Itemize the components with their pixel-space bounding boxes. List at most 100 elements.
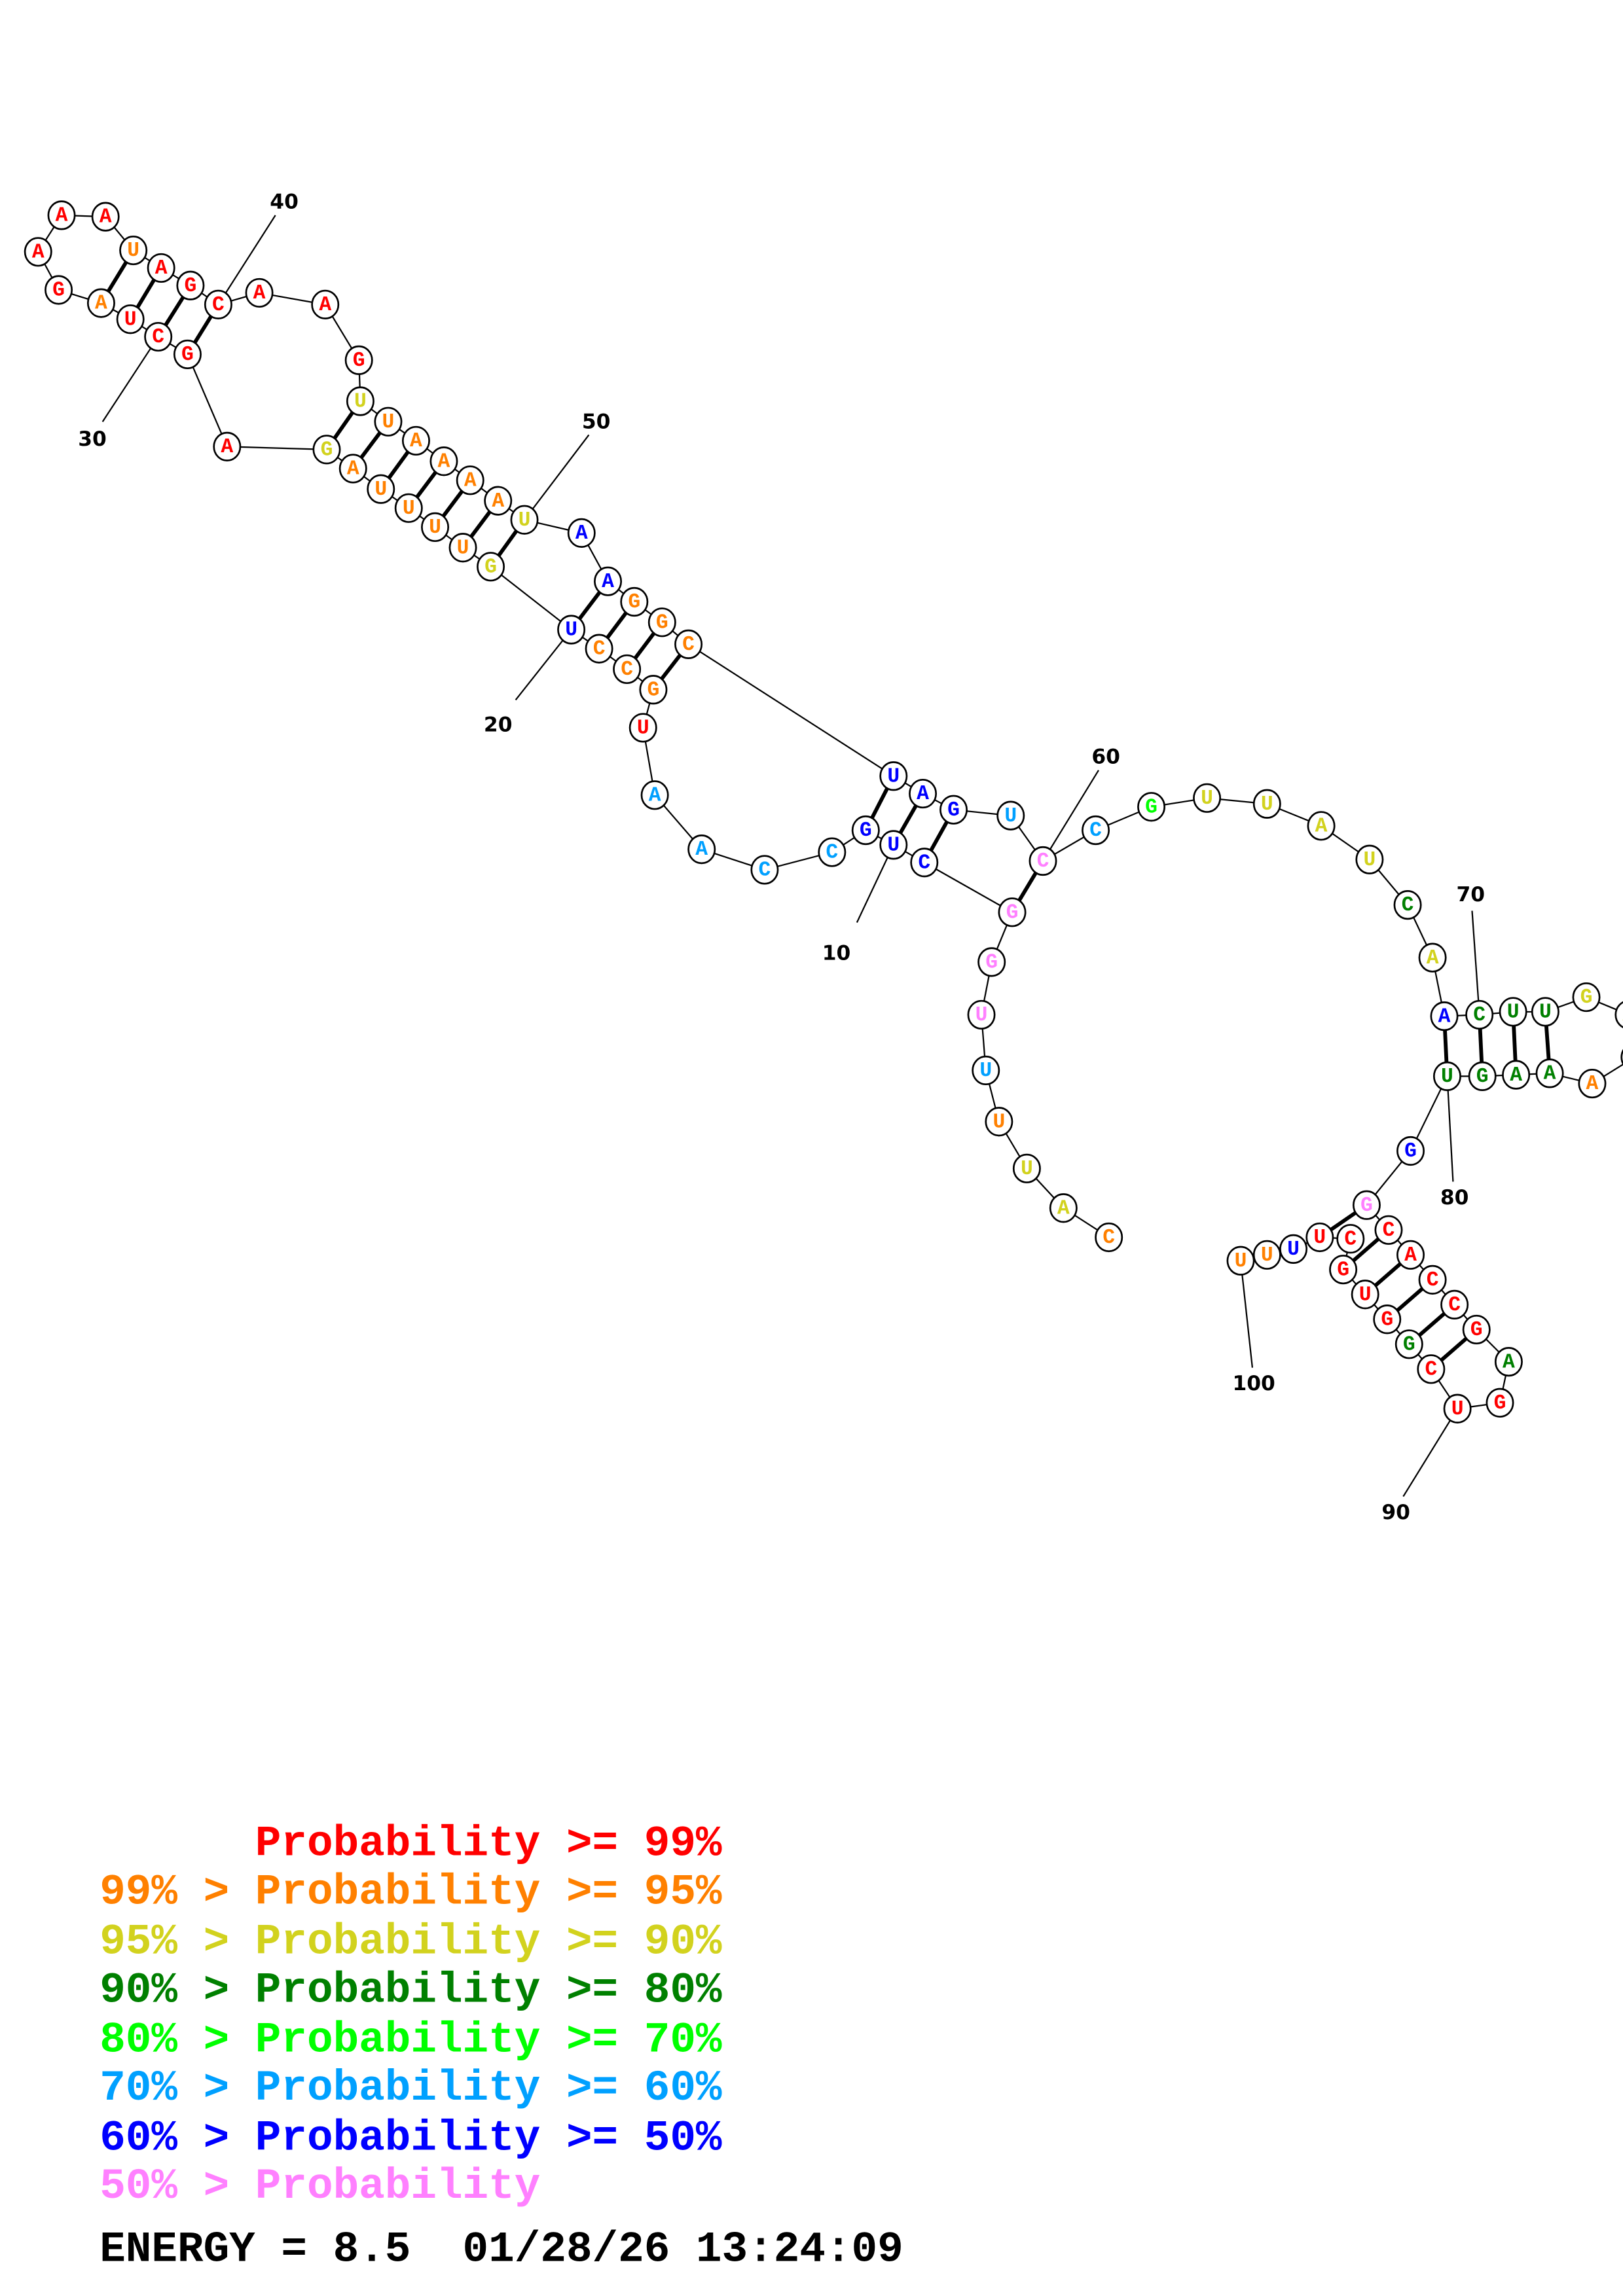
nucleotide-70: C	[1465, 999, 1494, 1030]
nucleotide-95: G	[1329, 1255, 1358, 1285]
nucleotide-letter: G	[181, 344, 194, 367]
nucleotide-circle	[1418, 942, 1447, 973]
nucleotide-letter: A	[438, 450, 450, 473]
legend-item: 95% > Probability >= 90%	[100, 1917, 722, 1966]
legend-item: 60% > Probability >= 50%	[100, 2113, 722, 2162]
nucleotide-letter: U	[1313, 1227, 1326, 1249]
nucleotide-letter: A	[1427, 947, 1439, 970]
nucleotide-letter: C	[593, 638, 606, 661]
nucleotide-letter: G	[484, 556, 497, 579]
legend-label: Probability >= 60%	[255, 2064, 722, 2113]
legend-label: Probability	[255, 2162, 541, 2211]
nucleotide-circle	[687, 834, 716, 865]
nucleotide-circle	[1468, 1061, 1497, 1091]
nucleotide-circle	[144, 321, 173, 352]
nucleotide-circle	[1418, 1265, 1447, 1295]
nucleotide-circle	[213, 431, 242, 461]
nucleotide-75: A	[1620, 1049, 1623, 1066]
nucleotide-circle	[1486, 1388, 1514, 1418]
nucleotide-circle	[1252, 789, 1281, 819]
nucleotide-69: A	[1430, 1001, 1459, 1031]
nucleotide-circle	[401, 425, 430, 456]
nucleotide-9: C	[910, 848, 939, 878]
nucleotide-letter: G	[1494, 1392, 1506, 1415]
nucleotide-letter: C	[152, 326, 164, 349]
nucleotide-98: U	[1279, 1234, 1308, 1264]
nucleotide-letter: G	[1404, 1140, 1417, 1163]
nucleotide-37: U	[119, 235, 148, 266]
legend-prefix: 99% >	[100, 1867, 255, 1916]
nucleotide-letter: U	[993, 1111, 1005, 1134]
nucleotide-circle	[1465, 999, 1494, 1030]
nucleotide-4: U	[985, 1107, 1013, 1137]
nucleotide-71: U	[1499, 997, 1527, 1027]
nucleotide-letter: A	[1315, 815, 1328, 838]
nucleotide-circle	[1531, 997, 1559, 1027]
nucleotide-letter: U	[979, 1060, 992, 1083]
legend-label: Probability >= 90%	[255, 1917, 722, 1966]
nucleotide-letter: A	[649, 784, 661, 807]
nucleotide-47: A	[429, 446, 458, 476]
nucleotide-78: A	[1502, 1060, 1531, 1090]
nucleotide-23: U	[421, 512, 450, 543]
nucleotide-letter: A	[155, 257, 168, 280]
nucleotide-circle	[647, 607, 676, 637]
energy-timestamp: ENERGY = 8.5 01/28/26 13:24:09	[100, 2225, 903, 2274]
nucleotide-letter: C	[759, 859, 771, 882]
nucleotide-46: A	[401, 425, 430, 456]
nucleotide-13: C	[750, 855, 779, 885]
nucleotide-circle	[1226, 1246, 1255, 1276]
nucleotide-83: C	[1374, 1215, 1403, 1245]
nucleotide-circle	[1029, 846, 1057, 876]
nucleotide-circle	[86, 288, 115, 318]
nucleotide-circle	[879, 761, 908, 791]
nucleotide-circle	[1417, 1354, 1446, 1384]
nucleotide-letter: G	[321, 439, 333, 461]
nucleotide-29: G	[173, 339, 202, 370]
legend-prefix: 95% >	[100, 1917, 255, 1966]
nucleotide-letter: U	[1261, 793, 1273, 816]
nucleotide-circle	[1355, 844, 1384, 874]
nucleotide-56: U	[879, 761, 908, 791]
nucleotide-circle	[910, 848, 939, 878]
nucleotide-circle	[851, 815, 880, 846]
nucleotide-letter: A	[1404, 1244, 1417, 1267]
nucleotide-letter: A	[100, 206, 112, 229]
nucleotide-57: A	[909, 778, 938, 809]
legend-label: Probability >= 50%	[255, 2113, 722, 2162]
nucleotide-circle	[1351, 1280, 1379, 1310]
nucleotide-letter: U	[403, 497, 415, 520]
nucleotide-77: A	[1535, 1058, 1564, 1088]
nucleotide-letter: U	[1235, 1250, 1247, 1273]
tick-leader-line	[515, 629, 572, 701]
nucleotide-circle	[998, 897, 1027, 927]
nucleotide-letter: C	[1037, 850, 1049, 873]
position-label: 70	[1456, 883, 1485, 906]
nucleotide-letter: U	[1004, 805, 1017, 828]
nucleotide-circle	[818, 837, 847, 867]
backbone-segment	[187, 353, 228, 447]
nucleotide-circle	[629, 713, 657, 743]
nucleotide-82: G	[1352, 1190, 1381, 1220]
nucleotide-letter: C	[621, 658, 633, 681]
nucleotide-circle	[1499, 997, 1527, 1027]
nucleotide-letter: U	[1359, 1283, 1372, 1306]
nucleotide-72: U	[1531, 997, 1559, 1027]
nucleotide-letter: A	[56, 204, 68, 227]
nucleotide-32: A	[86, 288, 115, 318]
nucleotide-circle	[116, 304, 145, 334]
nucleotide-circle	[176, 270, 205, 300]
nucleotide-62: G	[1137, 792, 1166, 822]
nucleotide-76: A	[1578, 1068, 1607, 1099]
nucleotide-53: G	[620, 586, 649, 617]
nucleotide-circle	[1396, 1240, 1425, 1270]
nucleotide-circle	[1352, 1190, 1381, 1220]
nucleotide-letter: G	[1337, 1259, 1349, 1282]
nucleotide-circle	[477, 552, 505, 582]
nucleotide-38: A	[147, 253, 175, 283]
legend-label: Probability >= 95%	[255, 1867, 722, 1916]
nucleotide-circle	[996, 800, 1025, 831]
position-label: 100	[1232, 1372, 1275, 1395]
